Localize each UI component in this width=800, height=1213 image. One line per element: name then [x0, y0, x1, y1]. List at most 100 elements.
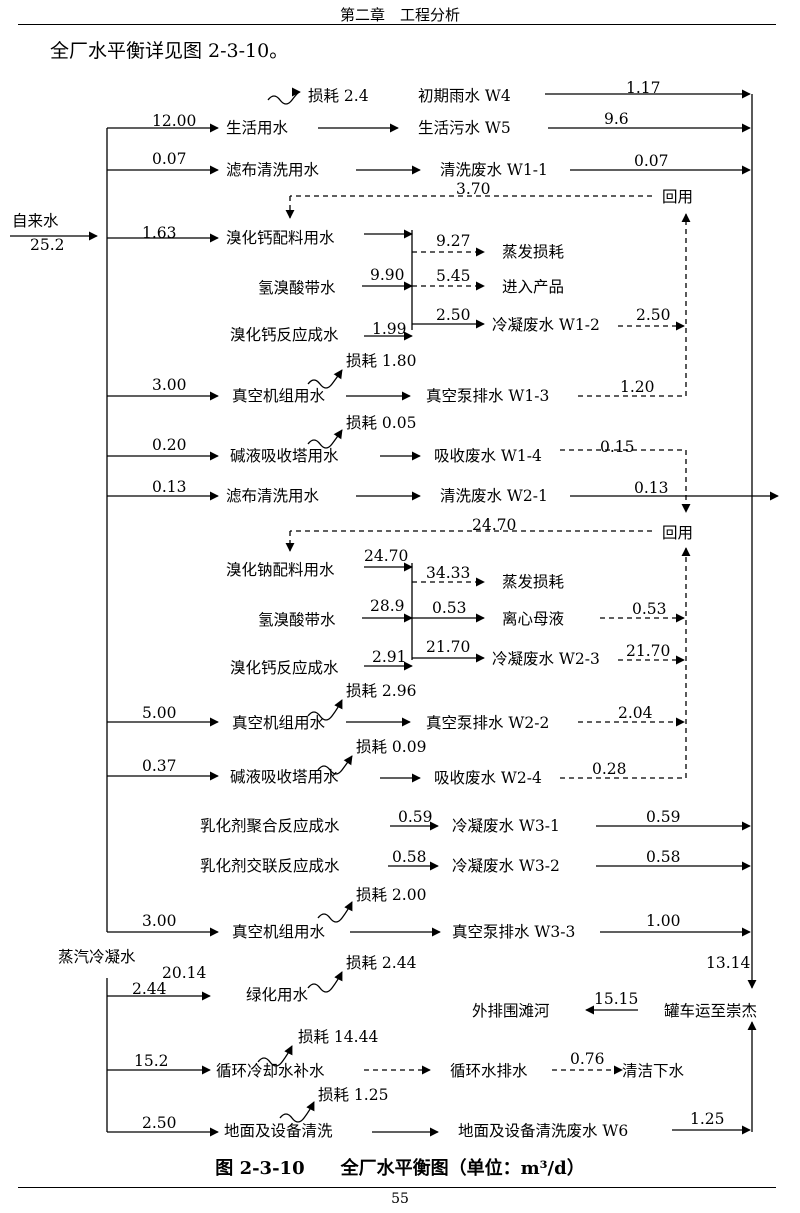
product1-flow: 5.45 — [436, 267, 471, 285]
loss-squiggle-2 — [307, 369, 343, 389]
cloth2-node: 滤布清洗用水 — [226, 487, 320, 505]
page-number: 55 — [391, 1191, 409, 1207]
steam-total: 20.14 — [162, 964, 207, 982]
centrifuge-label: 离心母液 — [502, 610, 564, 628]
loss-squiggle-7 — [307, 971, 343, 993]
emul1-flow: 0.59 — [398, 808, 433, 826]
vac3-node: 真空机组用水 — [232, 923, 326, 941]
vac1-node: 真空机组用水 — [232, 387, 326, 405]
emul2-out-flow: 0.58 — [646, 848, 681, 866]
loss-squiggle-8 — [257, 1045, 293, 1067]
domestic-out: 生活污水 W5 — [418, 119, 511, 137]
vac2-in: 5.00 — [142, 704, 177, 722]
condense1-flow: 2.50 — [436, 306, 471, 324]
loss-text-6: 损耗 2.00 — [356, 886, 426, 904]
river-flow: 15.15 — [594, 990, 638, 1008]
condense2-label: 冷凝废水 W2-3 — [492, 650, 600, 668]
cloth2-in: 0.13 — [152, 478, 187, 496]
loss-squiggle-3 — [307, 429, 343, 449]
vac1-out-flow: 1.20 — [620, 378, 655, 396]
footer-rule — [18, 1187, 776, 1188]
react1-flow: 1.99 — [372, 320, 407, 338]
loss-text-3: 损耗 0.05 — [346, 414, 416, 432]
loss-text-4: 损耗 2.96 — [346, 682, 416, 700]
mix2-in: 24.70 — [364, 547, 408, 565]
floor-node: 地面及设备清洗 — [224, 1122, 333, 1140]
loss-text-2: 损耗 1.80 — [346, 352, 416, 370]
domestic-node: 生活用水 — [226, 119, 289, 137]
loss-squiggle-4 — [307, 699, 343, 721]
hbr2-flow: 28.9 — [370, 597, 405, 615]
react1-node: 溴化钙反应成水 — [230, 325, 339, 344]
vac3-out: 真空泵排水 W3-3 — [452, 923, 575, 941]
reuse2-flow: 24.70 — [472, 516, 516, 534]
centrifuge-flow: 0.53 — [432, 599, 467, 617]
figure-caption: 图 2-3-10 全厂水平衡图（单位：m³/d） — [215, 1158, 585, 1179]
alk2-node: 碱液吸收塔用水 — [230, 768, 339, 786]
chapter-header: 第二章 工程分析 — [339, 6, 460, 24]
cloth2-out: 清洗废水 W2-1 — [440, 487, 548, 505]
react2-node: 溴化钙反应成水 — [230, 658, 339, 677]
loss-squiggle-6 — [317, 901, 353, 923]
alk1-in: 0.20 — [152, 436, 187, 454]
cloth1-out-flow: 0.07 — [634, 152, 669, 170]
transport-label: 罐车运至崇杰 — [664, 1002, 757, 1020]
cooling-out: 循环水排水 — [450, 1062, 528, 1080]
intro-text: 全厂水平衡详见图 2-3-10。 — [50, 40, 289, 62]
condense1-return-flow: 2.50 — [636, 306, 671, 324]
alk1-out: 吸收废水 W1-4 — [434, 447, 542, 465]
clean-label: 清洁下水 — [622, 1062, 685, 1080]
alk2-out: 吸收废水 W2-4 — [434, 769, 542, 787]
cloth1-node: 滤布清洗用水 — [226, 161, 320, 179]
emul1-node: 乳化剂聚合反应成水 — [200, 816, 340, 835]
vac3-out-flow: 1.00 — [646, 912, 681, 930]
river-label: 外排围滩河 — [472, 1002, 550, 1020]
cooling-in: 15.2 — [134, 1052, 169, 1070]
evap1-label: 蒸发损耗 — [502, 243, 564, 261]
vac2-out: 真空泵排水 W2-2 — [426, 714, 549, 732]
alk1-out-flow: 0.15 — [600, 438, 635, 456]
loss-squiggle-1 — [267, 87, 301, 105]
loss-text-9: 损耗 1.25 — [318, 1086, 388, 1104]
condense1-label: 冷凝废水 W1-2 — [492, 316, 600, 334]
floor-out-flow: 1.25 — [690, 1110, 725, 1128]
emul2-out: 冷凝废水 W3-2 — [452, 857, 560, 875]
alk2-in: 0.37 — [142, 757, 177, 775]
evap2-label: 蒸发损耗 — [502, 573, 564, 591]
rain-flow: 1.17 — [626, 79, 661, 97]
reuse1-flow: 3.70 — [456, 180, 491, 198]
vac1-out: 真空泵排水 W1-3 — [426, 387, 549, 405]
mix1-in: 1.63 — [142, 224, 177, 242]
hbr2-node: 氢溴酸带水 — [258, 611, 336, 629]
floor-in: 2.50 — [142, 1114, 177, 1132]
domestic-out-flow: 9.6 — [604, 110, 629, 128]
steam-label: 蒸汽冷凝水 — [58, 948, 136, 966]
vac3-in: 3.00 — [142, 912, 177, 930]
cooling-node: 循环冷却水补水 — [216, 1062, 325, 1080]
cloth1-out: 清洗废水 W1-1 — [440, 161, 548, 179]
condense2-return-flow: 21.70 — [626, 642, 670, 660]
green-in: 2.44 — [132, 980, 167, 998]
cloth2-out-flow: 0.13 — [634, 479, 669, 497]
emul2-flow: 0.58 — [392, 848, 427, 866]
emul2-node: 乳化剂交联反应成水 — [200, 856, 340, 875]
floor-out: 地面及设备清洗废水 W6 — [458, 1122, 628, 1140]
loss-text-8: 损耗 14.44 — [298, 1028, 378, 1046]
rain-label: 初期雨水 W4 — [418, 87, 511, 105]
react2-flow: 2.91 — [372, 648, 407, 666]
centrifuge-return-flow: 0.53 — [632, 600, 667, 618]
reuse1-label: 回用 — [662, 188, 693, 206]
source-label: 自来水 — [12, 212, 59, 230]
vac2-out-flow: 2.04 — [618, 704, 653, 722]
green-node: 绿化用水 — [246, 986, 309, 1004]
header-rule — [18, 24, 776, 25]
alk2-out-flow: 0.28 — [592, 760, 627, 778]
emul1-out: 冷凝废水 W3-1 — [452, 817, 560, 835]
loss-text-1: 损耗 2.4 — [308, 87, 369, 105]
alk1-node: 碱液吸收塔用水 — [230, 447, 339, 465]
transport-total: 13.14 — [706, 954, 751, 972]
mix1-node: 溴化钙配料用水 — [226, 229, 335, 247]
cloth1-in: 0.07 — [152, 150, 187, 168]
loss-text-5: 损耗 0.09 — [356, 738, 426, 756]
